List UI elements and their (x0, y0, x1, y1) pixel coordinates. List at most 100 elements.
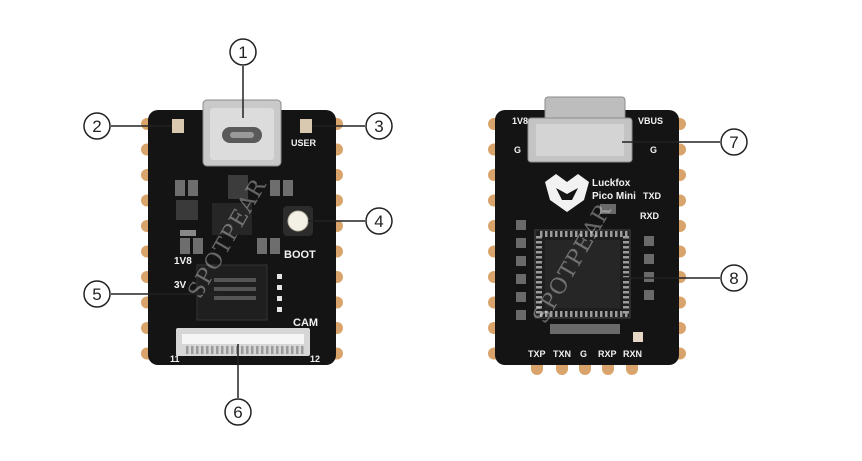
callout-1: 1 (229, 38, 257, 118)
callout-4: 4 (308, 207, 393, 235)
power-led (172, 119, 184, 133)
back-label-g-right: G (650, 145, 657, 155)
connector-pin (231, 346, 234, 354)
chip-pin (555, 231, 558, 237)
chip-pin (615, 231, 618, 237)
chip-pin (536, 296, 542, 299)
chip-pin (536, 301, 542, 304)
chip-pin (536, 241, 542, 244)
connector-pin (196, 346, 199, 354)
chip-pin (575, 231, 578, 237)
back-board: Luckfox Pico Mini 1V8 VBUS G G TXD RXD T… (488, 96, 686, 375)
chip-pin (536, 306, 542, 309)
chip-pin (623, 251, 629, 254)
connector-pin (246, 346, 249, 354)
callout-5: 5 (83, 280, 224, 308)
back-label-vbus: VBUS (638, 116, 663, 126)
front-board: USER BOOT CAM 1V8 3V 11 12 SPOTPEAR (141, 99, 343, 365)
chip-pin (536, 236, 542, 239)
connector-pin (216, 346, 219, 354)
chip-pin (620, 231, 623, 237)
back-label-txd: TXD (643, 191, 662, 201)
chip-pin (536, 291, 542, 294)
back-label-brand: Luckfox (592, 178, 631, 189)
connector-pin (271, 346, 274, 354)
camera-connector (176, 328, 310, 356)
chip-pin (600, 311, 603, 317)
chip-pin (605, 311, 608, 317)
connector-pin (256, 346, 259, 354)
chip-pin (623, 236, 629, 239)
usb-connector-back (527, 96, 633, 163)
chip-pin (536, 246, 542, 249)
chip-pin (555, 311, 558, 317)
chip-pin (575, 311, 578, 317)
back-soc-chip (534, 229, 631, 319)
chip-pin (560, 231, 563, 237)
back-label-txn: TXN (553, 349, 571, 359)
chip-pin (623, 311, 629, 314)
chip-pin (565, 231, 568, 237)
back-label-g-bottom: G (580, 349, 587, 359)
connector-pin (296, 346, 299, 354)
chip-pin (623, 291, 629, 294)
chip-pin (620, 311, 623, 317)
connector-pin (206, 346, 209, 354)
chip-pin (623, 261, 629, 264)
luckfox-logo (545, 174, 589, 212)
chip-pin (625, 231, 628, 237)
connector-pin (191, 346, 194, 354)
chip-pin (536, 256, 542, 259)
front-passive-components (175, 175, 293, 254)
connector-pin (226, 346, 229, 354)
chip-pin (595, 311, 598, 317)
back-label-rxd: RXD (640, 211, 660, 221)
chip-pin (536, 281, 542, 284)
chip-pin (536, 261, 542, 264)
callout-6-number: 6 (233, 403, 242, 422)
callout-3-number: 3 (374, 117, 383, 136)
callout-3: 3 (312, 112, 393, 140)
back-label-rxn: RXN (623, 349, 642, 359)
boot-button (283, 206, 313, 236)
connector-pin (211, 346, 214, 354)
connector-pin (251, 346, 254, 354)
front-label-boot: BOOT (284, 249, 316, 261)
usb-c-connector (202, 99, 282, 167)
callout-2: 2 (83, 112, 172, 140)
chip-pin (623, 271, 629, 274)
chip-pin (590, 311, 593, 317)
chip-pin (545, 311, 548, 317)
chip-pin (570, 311, 573, 317)
chip-pin (595, 231, 598, 237)
chip-pin (580, 231, 583, 237)
front-label-pin-12: 12 (310, 354, 320, 364)
callout-8: 8 (614, 264, 748, 292)
chip-pin (536, 286, 542, 289)
connector-pin (201, 346, 204, 354)
connector-pin (286, 346, 289, 354)
front-label-cam: CAM (293, 317, 318, 329)
chip-pin (585, 311, 588, 317)
chip-pin (623, 281, 629, 284)
chip-pin (540, 311, 543, 317)
back-label-1v8: 1V8 (512, 116, 528, 126)
front-label-user: USER (291, 138, 317, 148)
chip-pin (623, 286, 629, 289)
chip-pin (536, 276, 542, 279)
callout-6: 6 (224, 344, 252, 426)
callout-1-number: 1 (238, 43, 247, 62)
chip-pin (536, 251, 542, 254)
front-label-pin-11: 11 (170, 354, 180, 364)
chip-pin (625, 311, 628, 317)
back-label-rxp: RXP (598, 349, 617, 359)
chip-pin (540, 231, 543, 237)
chip-pin (580, 311, 583, 317)
chip-pin (623, 296, 629, 299)
back-label-g-left: G (514, 145, 521, 155)
callout-4-number: 4 (374, 212, 383, 231)
connector-pin (281, 346, 284, 354)
callout-7-number: 7 (729, 133, 738, 152)
chip-pin (590, 231, 593, 237)
